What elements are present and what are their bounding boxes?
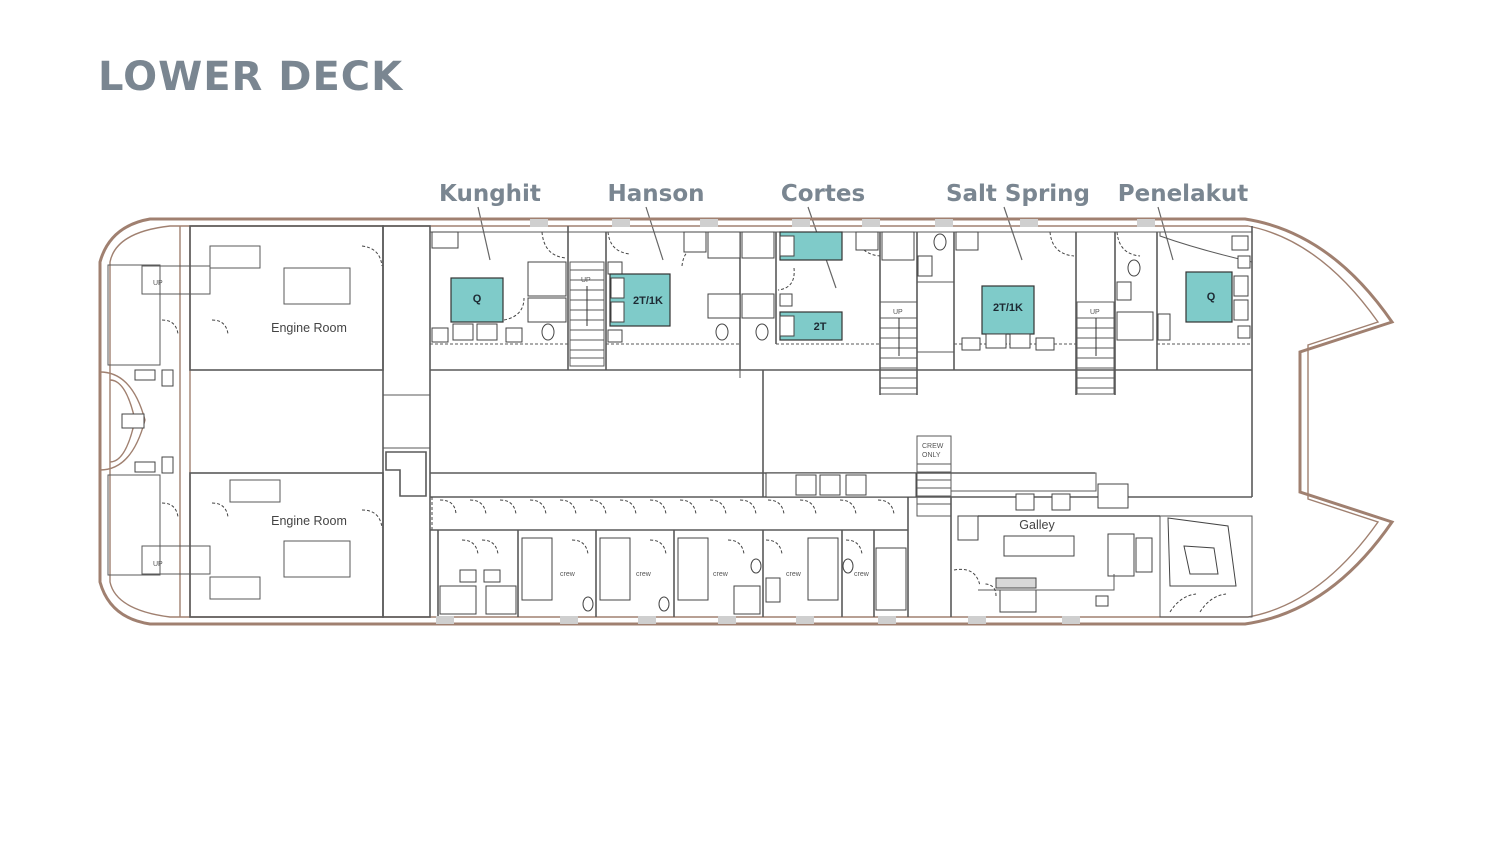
cabin-name-hanson: Hanson [607,181,704,207]
crew-only-label-1: CREW [922,443,944,450]
cabin-kunghit: Q [431,231,567,343]
cabin-name-cortes: Cortes [781,181,865,207]
cabin-hanson: 2T/1K [607,231,741,343]
cabin-name-salt-spring: Salt Spring [946,181,1090,207]
bed-label-penelakut: Q [1207,291,1216,303]
page-title: LOWER DECK [98,54,404,100]
cabin-cortes: 2T [741,231,915,341]
crew-label-3: crew [713,571,729,578]
crew-area: crew crew crew crew crew [430,472,917,617]
crew-label-5: crew [854,571,870,578]
bed-label-kunghit: Q [473,293,482,305]
hull-windows [436,219,1155,624]
stair-saltspring-penelakut: UP [1076,301,1115,395]
bed-salt-spring [981,285,1035,335]
bed-penelakut [1185,271,1233,323]
cabin-penelakut: Q [1116,231,1253,341]
svg-text:UP: UP [893,309,903,316]
stair-label-stern-top: UP [153,280,163,287]
engine-room-bottom: Engine Room [189,472,384,618]
crew-label-4: crew [786,571,802,578]
crew-label-2: crew [636,571,652,578]
galley-label: Galley [1019,518,1055,532]
engine-room-top: Engine Room [189,225,384,371]
cabin-name-kunghit: Kunghit [439,181,541,207]
stern-fixture [121,413,145,429]
engine-room-bottom-label: Engine Room [271,514,347,528]
bed-label-cortes-bottom: 2T [814,321,827,333]
engine-room-top-label: Engine Room [271,321,347,335]
galley: Galley [950,472,1253,618]
svg-text:UP: UP [1090,309,1100,316]
cabin-salt-spring: 2T/1K [916,231,1075,353]
bed-label-salt-spring: 2T/1K [993,302,1023,314]
crew-only-label-2: ONLY [922,452,941,459]
stairways: UP UP UP CREW ONLY [569,261,1115,517]
svg-text:UP: UP [581,277,591,284]
stair-cortes-saltspring: UP [879,301,918,395]
bed-kunghit [450,277,504,323]
stair-crew-only: CREW ONLY [916,435,952,517]
cabin-name-penelakut: Penelakut [1118,181,1249,207]
stair-label-stern-bottom: UP [153,561,163,568]
bed-label-hanson: 2T/1K [633,295,663,307]
stern-structures: UP UP [107,264,229,576]
crew-label-1: crew [560,571,576,578]
stair-kunghit-hanson: UP [569,261,605,367]
machinery-column [382,225,431,618]
